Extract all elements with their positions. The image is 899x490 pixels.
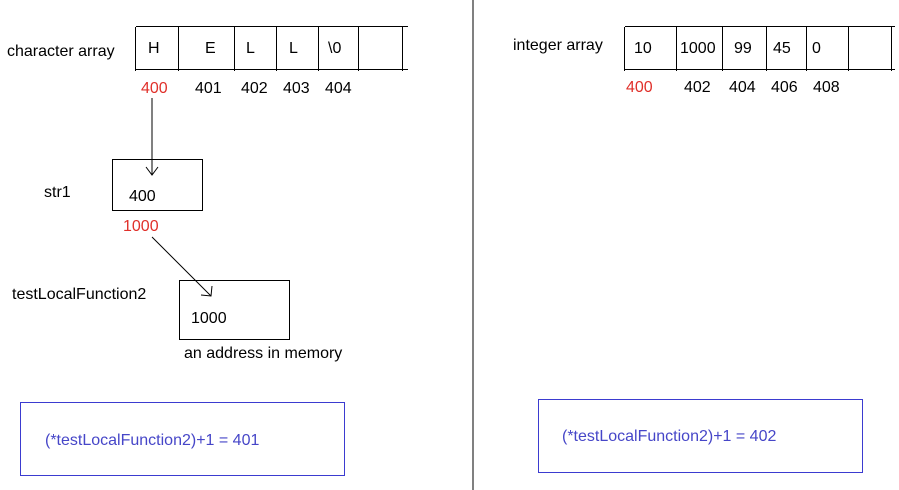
str1-address: 1000 bbox=[123, 218, 159, 235]
char-address-4: 404 bbox=[325, 80, 352, 97]
int-address-4: 408 bbox=[813, 79, 840, 96]
char-address-1: 401 bbox=[195, 80, 222, 97]
char-array-label: character array bbox=[7, 43, 115, 60]
int-cell: 10 bbox=[624, 27, 676, 71]
fn-box: 1000 bbox=[179, 280, 290, 340]
arrow-head-str1 bbox=[145, 166, 159, 176]
char-address-0: 400 bbox=[141, 80, 168, 97]
char-cell: \0 bbox=[318, 27, 358, 71]
char-cell: H bbox=[135, 27, 178, 71]
int-array-label: integer array bbox=[513, 37, 603, 54]
char-array: H E L L \0 bbox=[135, 26, 408, 71]
int-address-0: 400 bbox=[626, 79, 653, 96]
char-cell: E bbox=[178, 27, 221, 71]
char-cell bbox=[358, 27, 402, 71]
int-cell bbox=[848, 27, 891, 71]
int-cell: 0 bbox=[806, 27, 848, 71]
arrow-head-fn bbox=[200, 285, 213, 297]
int-address-1: 402 bbox=[684, 79, 711, 96]
arrow-1000-to-fn bbox=[151, 236, 212, 297]
left-expression: (*testLocalFunction2)+1 = 401 bbox=[45, 432, 260, 449]
right-expression: (*testLocalFunction2)+1 = 402 bbox=[562, 428, 777, 445]
int-cell: 1000 bbox=[676, 27, 722, 71]
str1-box: 400 bbox=[112, 159, 203, 211]
int-array: 10 1000 99 45 0 bbox=[624, 26, 895, 71]
int-address-3: 406 bbox=[771, 79, 798, 96]
int-cell bbox=[891, 27, 895, 71]
char-cell: L bbox=[276, 27, 318, 71]
str1-label: str1 bbox=[44, 184, 71, 201]
str1-value: 400 bbox=[129, 188, 156, 205]
right-expression-box: (*testLocalFunction2)+1 = 402 bbox=[538, 399, 863, 473]
char-cell bbox=[402, 27, 408, 71]
fn-caption: an address in memory bbox=[184, 345, 343, 362]
int-cell: 45 bbox=[766, 27, 806, 71]
left-expression-box: (*testLocalFunction2)+1 = 401 bbox=[20, 402, 345, 476]
fn-value: 1000 bbox=[191, 310, 227, 327]
char-address-2: 402 bbox=[241, 80, 268, 97]
char-cell: L bbox=[234, 27, 276, 71]
int-address-2: 404 bbox=[729, 79, 756, 96]
char-address-3: 403 bbox=[283, 80, 310, 97]
int-cell: 99 bbox=[722, 27, 766, 71]
fn-label: testLocalFunction2 bbox=[12, 286, 147, 303]
